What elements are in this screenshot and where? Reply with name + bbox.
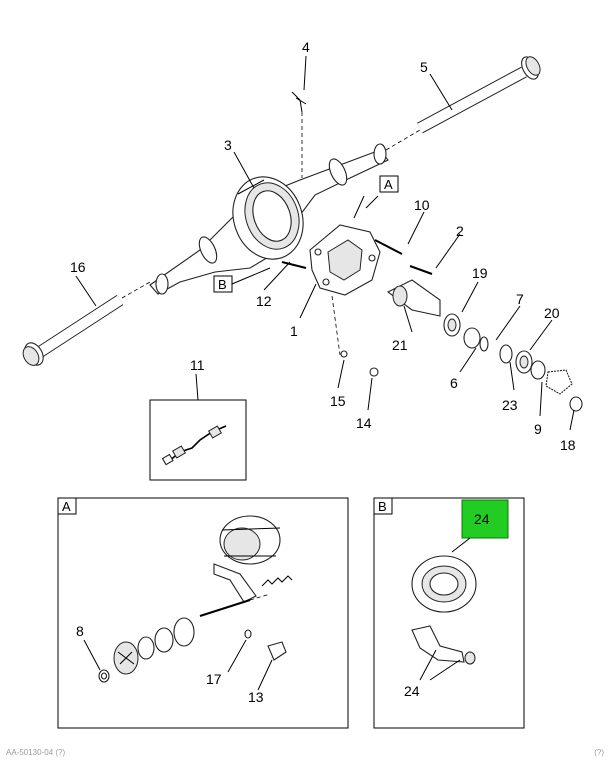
callout-5: 5	[420, 59, 428, 75]
stud-10[interactable]	[374, 239, 403, 255]
bolt-2[interactable]	[409, 265, 433, 275]
callout-10: 10	[414, 197, 430, 213]
spring-pack[interactable]	[261, 575, 293, 587]
callout-8: 8	[76, 623, 84, 639]
stud-12[interactable]	[281, 261, 307, 269]
view-ref-b-label: B	[218, 277, 227, 292]
callout-3: 3	[224, 137, 232, 153]
detail-a-label: A	[62, 499, 71, 514]
callout-23: 23	[502, 397, 518, 413]
axle-housing-3[interactable]	[149, 143, 389, 295]
nut-14[interactable]	[369, 367, 379, 377]
axle-shaft-16[interactable]	[20, 281, 151, 368]
callout-11: 11	[190, 357, 205, 373]
rod-assembly[interactable]	[199, 593, 271, 617]
harness-box-11[interactable]	[149, 399, 247, 481]
highlight-box-24[interactable]	[461, 499, 509, 539]
yoke-assembly[interactable]	[545, 369, 573, 395]
view-ref-a-label: A	[384, 177, 393, 192]
spacer-23[interactable]	[499, 344, 513, 364]
callout-18: 18	[560, 437, 576, 453]
leader-lines	[75, 55, 575, 431]
callout-20: 20	[544, 305, 560, 321]
page-number: (?)	[594, 748, 604, 757]
callout-14: 14	[356, 415, 372, 431]
pinion-24[interactable]	[411, 625, 476, 665]
ring-gear-24[interactable]	[411, 555, 477, 613]
callout-15: 15	[330, 393, 346, 409]
figure-code: AA-50130-04 (?)	[6, 748, 66, 757]
bearing-19[interactable]	[443, 313, 461, 337]
callout-4: 4	[302, 39, 310, 55]
switch-13[interactable]	[267, 641, 287, 661]
nut-18[interactable]	[569, 396, 583, 412]
detail-b-label: B	[378, 499, 387, 514]
diff-lock-collar[interactable]	[219, 515, 281, 565]
bearing-20[interactable]	[515, 350, 533, 374]
view-ref-a: A	[365, 175, 399, 209]
callout-16: 16	[70, 259, 86, 275]
piston[interactable]	[113, 641, 139, 675]
detail-view-a: A	[57, 497, 349, 729]
carrier-1[interactable]	[309, 224, 381, 356]
drive-pinion-21[interactable]	[386, 279, 441, 317]
axle-shaft-5[interactable]	[385, 54, 543, 151]
washers-stack[interactable]	[137, 617, 195, 660]
oring-17[interactable]	[244, 629, 252, 639]
washer-15[interactable]	[340, 350, 348, 358]
vent-4[interactable]	[291, 91, 307, 178]
view-ref-b: B	[213, 275, 233, 293]
callout-24-highlighted: 24	[474, 511, 490, 527]
shim-6[interactable]	[463, 327, 481, 349]
callout-1: 1	[290, 323, 298, 339]
callout-24: 24	[404, 683, 420, 699]
callout-13: 13	[248, 689, 264, 705]
callout-19: 19	[472, 265, 488, 281]
detail-view-b: B 24 24	[373, 497, 525, 729]
callout-21: 21	[392, 337, 408, 353]
callout-9: 9	[534, 421, 542, 437]
spring-8[interactable]	[98, 669, 110, 683]
ring-7[interactable]	[479, 336, 489, 352]
callout-17: 17	[206, 671, 222, 687]
seal-9[interactable]	[530, 360, 546, 380]
callout-2: 2	[456, 223, 464, 239]
callout-12: 12	[256, 293, 272, 309]
callout-7: 7	[516, 291, 524, 307]
callout-6: 6	[450, 375, 458, 391]
